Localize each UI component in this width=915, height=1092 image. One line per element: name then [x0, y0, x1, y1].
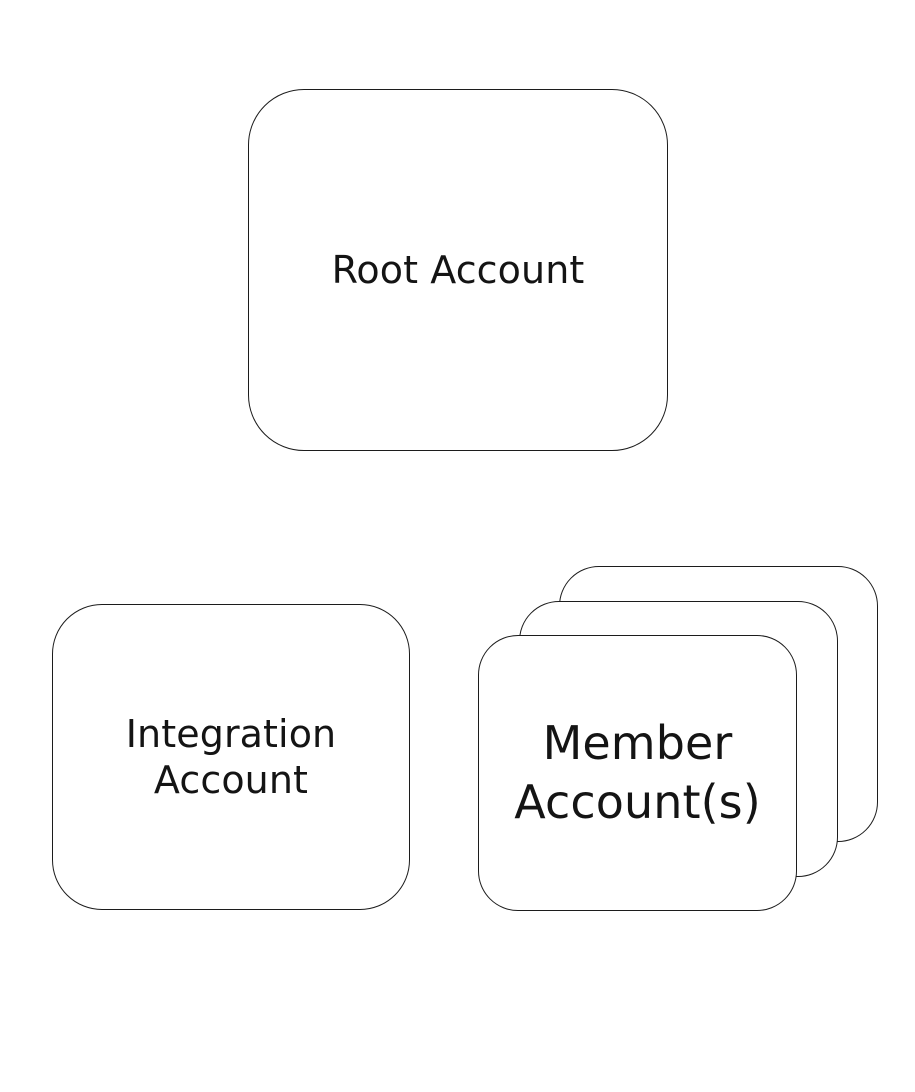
- node-integration-account-label: Integration Account: [125, 711, 337, 802]
- node-member-accounts[interactable]: Member Account(s): [478, 566, 878, 914]
- member-accounts-stack-layer-front[interactable]: Member Account(s): [478, 635, 797, 911]
- node-root-account-label: Root Account: [331, 247, 585, 292]
- node-member-accounts-label: Member Account(s): [514, 716, 761, 829]
- node-root-account[interactable]: Root Account: [248, 89, 668, 451]
- node-integration-account[interactable]: Integration Account: [52, 604, 410, 910]
